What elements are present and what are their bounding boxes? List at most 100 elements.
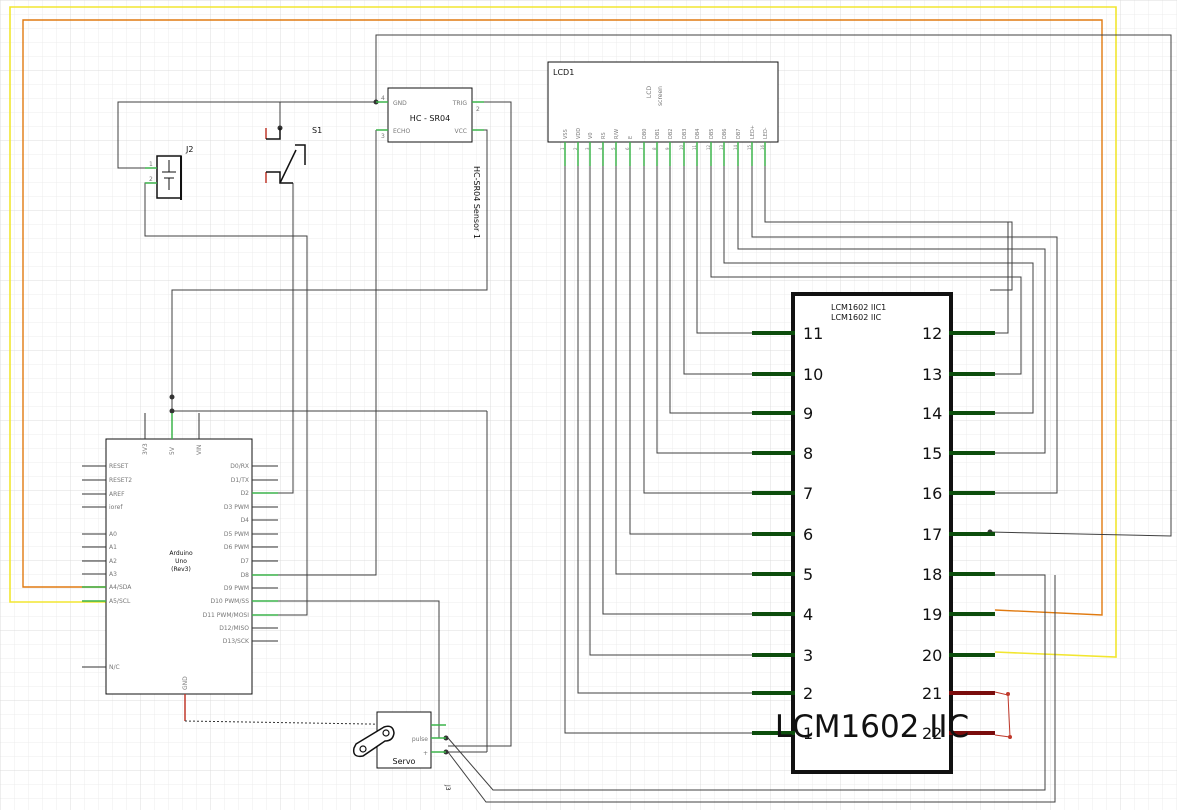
arduino-top-pin-label: VIN [196, 445, 203, 455]
arduino-right-pin-label: D9 PWM [224, 585, 249, 592]
wire[interactable] [375, 34, 1172, 537]
lcd-pin-label: DB7 [736, 129, 742, 139]
bus-wire[interactable] [723, 166, 1034, 414]
bus-wire[interactable] [656, 166, 755, 454]
bus-wire[interactable] [577, 166, 755, 694]
lcd-pin-number: 10 [679, 144, 684, 150]
lcd-pin-label: E [628, 136, 634, 139]
arduino-right-pin-label: D5 PWM [224, 531, 249, 538]
arduino-right-pin-label: D0/RX [230, 463, 249, 470]
arduino-left-pin-label: N/C [109, 664, 120, 671]
arduino-top-pin-label: 3V3 [142, 443, 149, 455]
sensor-num-gnd: 4 [381, 95, 385, 102]
arduino-right-pin-label: D1/TX [231, 477, 249, 484]
lcd-pin-number: 4 [598, 147, 603, 150]
iic-body [791, 292, 953, 774]
lcd-pin-label: LED- [763, 127, 769, 139]
lcd-pin-number: 3 [585, 147, 590, 150]
lcd-pin-number: 6 [625, 147, 630, 150]
arduino-right-pin-label: D12/MISO [219, 625, 249, 632]
switch-s1[interactable]: S1 [265, 126, 322, 184]
lcd-iic-bus [564, 166, 1058, 734]
bus-wire[interactable] [669, 166, 755, 414]
jack-body [156, 155, 182, 199]
servo-j3[interactable]: pulse + Servo J3 [352, 711, 451, 791]
iic-left-pin-number: 9 [803, 404, 813, 423]
bus-wire[interactable] [696, 166, 755, 334]
servo-horn-icon [359, 745, 367, 753]
arduino-uno[interactable]: Arduino Uno (Rev3) RESETRESET2AREFiorefA… [82, 413, 431, 726]
iic-left-pin-number: 1 [803, 724, 813, 743]
junction-dot [169, 408, 175, 414]
iic-right-pin-number: 21 [922, 684, 942, 703]
arduino-left-pin-label: RESET2 [109, 477, 132, 484]
bus-wire[interactable] [765, 221, 1013, 291]
sensor-title: HC - SR04 [410, 114, 450, 123]
jack-label: J2 [185, 145, 193, 154]
lcd-pins: VSS1VDD2V03RS4R/W5E6DB07DB18DB29DB310DB4… [560, 125, 769, 166]
arduino-right-pin-label: D4 [241, 517, 250, 524]
bus-wire[interactable] [602, 166, 755, 615]
lcd-pin-number: 2 [573, 147, 578, 150]
bus-wire[interactable] [737, 166, 1046, 454]
bus-wire[interactable] [710, 166, 1022, 375]
wire-yellow-sda[interactable] [9, 6, 1117, 658]
lcm1602-iic[interactable]: LCM1602 IIC1 LCM1602 IIC 111098765432112… [752, 292, 1012, 774]
arduino-right-pin-label: D3 PWM [224, 504, 249, 511]
wire[interactable] [270, 600, 440, 738]
wire[interactable] [270, 130, 377, 576]
wire[interactable] [448, 101, 512, 747]
arduino-left-pin-label: A0 [109, 531, 117, 538]
iic-left-pin-number: 3 [803, 646, 813, 665]
iic-right-pin-number: 18 [922, 565, 942, 584]
lcd-pin-number: 15 [747, 144, 752, 150]
jack-j2[interactable]: 1 2 J2 [145, 145, 193, 200]
wire[interactable] [447, 574, 1046, 791]
wire[interactable] [994, 691, 1011, 738]
lcd-pin-number: 8 [652, 147, 657, 150]
sensor-pin-gnd: GND [393, 100, 407, 107]
iic-right-pin-number: 15 [922, 444, 942, 463]
lcd-pin-label: VSS [563, 129, 569, 139]
bus-wire[interactable] [615, 166, 755, 575]
lcd-pin-label: DB5 [709, 129, 715, 139]
lcd-screen[interactable]: LCD1 LCD screen VSS1VDD2V03RS4R/W5E6DB07… [547, 61, 779, 166]
arduino-left-pin-label: A5/SCL [109, 598, 131, 605]
lcd-pin-label: DB2 [668, 129, 674, 139]
bus-wire[interactable] [643, 166, 755, 494]
hc-sr04-sensor[interactable]: HC - SR04 GND ECHO TRIG VCC 4 3 2 HC-SR0… [376, 87, 484, 239]
jack-pin1-num: 1 [149, 161, 153, 168]
wire-orange-scl[interactable] [22, 19, 1103, 616]
lcd-pin-label: DB1 [655, 129, 661, 139]
servo-pin-pulse: pulse [412, 736, 428, 743]
bridge-end-dot [1006, 692, 1010, 696]
arduino-right-pin-label: D7 [241, 558, 250, 565]
wire[interactable] [171, 129, 488, 438]
junction-dot [169, 394, 175, 400]
switch-body [266, 128, 281, 140]
bus-wire[interactable] [589, 166, 755, 656]
iic-left-pin-number: 8 [803, 444, 813, 463]
arduino-right-pin-label: D13/SCK [223, 638, 250, 645]
bus-wire[interactable] [629, 166, 755, 535]
lcd-pin-number: 5 [611, 147, 616, 150]
bus-wire[interactable] [751, 166, 1058, 494]
wire[interactable] [117, 101, 376, 169]
iic-left-pin-number: 10 [803, 365, 823, 384]
lcd-pin-number: 12 [706, 144, 711, 150]
bus-wire[interactable] [683, 166, 755, 375]
arduino-pin-gnd: GND [182, 676, 189, 690]
iic-right-pin-number: 16 [922, 484, 942, 503]
wire[interactable] [447, 575, 1056, 803]
arduino-right-pin-label: D8 [241, 572, 250, 579]
arduino-right-pin-label: D2 [241, 490, 250, 497]
arduino-left-pin-label: ioref [109, 504, 123, 511]
iic-right-pin-number: 22 [922, 724, 942, 743]
lcd-pin-label: DB6 [722, 129, 728, 139]
lcd-pin-label: R/W [614, 129, 620, 139]
bus-wire[interactable] [564, 166, 755, 734]
lcd-pin-label: LED+ [750, 125, 756, 139]
iic-name: LCM1602 IIC [831, 313, 882, 322]
switch-lever [279, 149, 297, 184]
